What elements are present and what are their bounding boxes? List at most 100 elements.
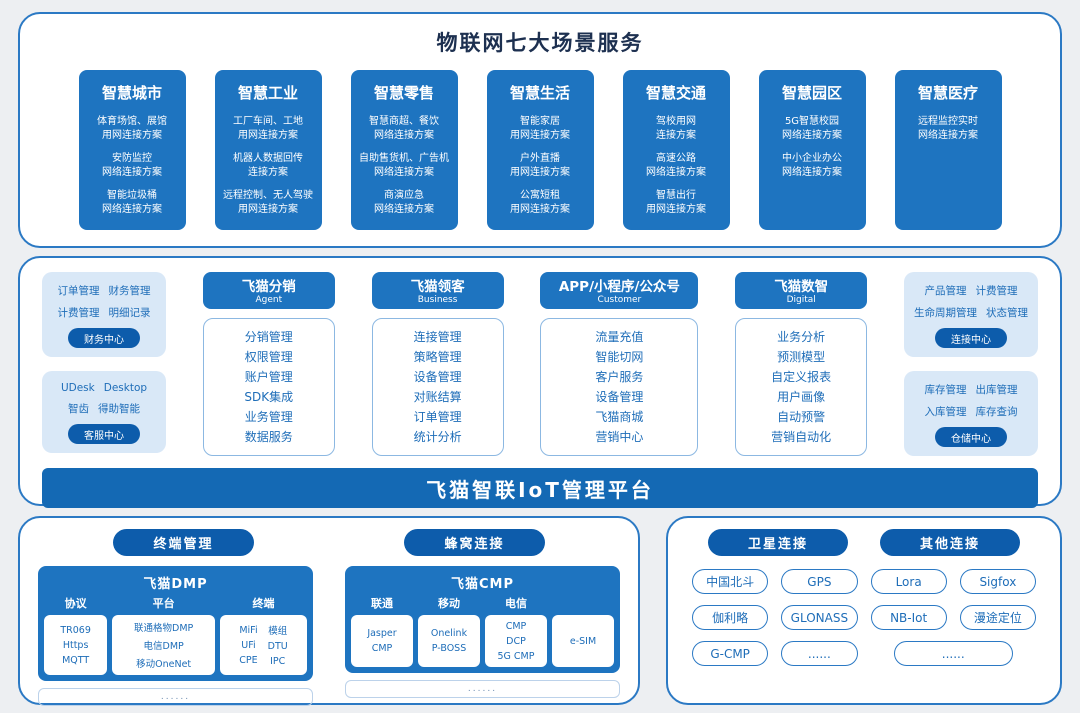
cmp-item: CMP (371, 643, 393, 654)
dmp-item: CPE (239, 654, 258, 666)
cmp-more-bar: ...... (345, 680, 620, 698)
bottom-row: 终端管理 蜂窝连接 飞猫DMP 协议 TR069 (18, 516, 1062, 706)
service-row: 智齿 得助智能 (46, 401, 162, 416)
cmp-stack: 飞猫CMP 联通 Jasper CMP 移动 (345, 566, 620, 706)
scene-card-title: 智慧工业 (237, 84, 298, 102)
warehouse-center-badge: 仓储中心 (934, 427, 1007, 447)
module-item: 对账结算 (413, 390, 462, 404)
connection-item: 状态管理 (985, 307, 1028, 319)
cmp-item: Jasper (367, 628, 397, 639)
cmp-item: CMP (505, 620, 527, 632)
cellular-conn-pill: 蜂窝连接 (404, 529, 545, 556)
scene-card-smart-transport: 智慧交通 驾校用网 连接方案 高速公路 网络连接方案 智慧出行 用网连接方案 (622, 70, 730, 230)
cmp-col-header: 移动 (438, 597, 460, 610)
scene-card-title: 智慧零售 (373, 84, 434, 102)
module-item: 自动预警 (777, 410, 826, 424)
finance-item: 订单管理 (57, 285, 100, 297)
dmp-item: MQTT (62, 654, 90, 666)
scene-card-item: 商演应急 网络连接方案 (374, 190, 434, 215)
dmp-item: 电信DMP (143, 641, 184, 652)
warehouse-item: 入库管理 (924, 406, 967, 418)
finance-item: 财务管理 (108, 285, 151, 297)
cmp-item: e-SIM (569, 635, 597, 647)
module-subtitle: Business (417, 295, 458, 305)
module-item: 业务管理 (244, 410, 293, 424)
scene-card-smart-campus: 智慧园区 5G智慧校园 网络连接方案 中小企业办公 网络连接方案 (758, 70, 866, 230)
terminal-cellular-panel: 终端管理 蜂窝连接 飞猫DMP 协议 TR069 (18, 516, 640, 706)
scene-card-item: 5G智慧校园 网络连接方案 (782, 116, 842, 141)
module-title: 飞猫领客 (410, 279, 465, 295)
finance-row: 订单管理 财务管理 (46, 283, 162, 298)
cmp-col-header (552, 597, 614, 611)
scene-card-item: 智能垃圾桶 网络连接方案 (102, 190, 162, 215)
warehouse-item: 库存管理 (924, 384, 967, 396)
scene-card-item: 智能家居 用网连接方案 (510, 116, 570, 141)
module-item: 预测模型 (777, 350, 826, 364)
module-item: 连接管理 (413, 330, 462, 344)
cmp-item: Onelink (430, 628, 468, 639)
module-column-business: 飞猫领客 Business 连接管理 策略管理 设备管理 对账结算 订单管理 统… (371, 272, 504, 456)
module-item: 统计分析 (413, 430, 462, 444)
service-row: UDesk Desktop (46, 382, 162, 394)
module-header-agent: 飞猫分销 Agent (202, 272, 335, 309)
dmp-item: 移动OneNet (136, 659, 192, 670)
finance-item: 计费管理 (57, 307, 100, 319)
scene-card-item: 智慧商超、餐饮 网络连接方案 (369, 116, 439, 141)
connection-center-card: 产品管理 计费管理 生命周期管理 状态管理 连接中心 (903, 272, 1038, 357)
module-items-business: 连接管理 策略管理 设备管理 对账结算 订单管理 统计分析 (371, 318, 504, 456)
dmp-item: DTU (267, 641, 288, 652)
dmp-title: 飞猫DMP (143, 577, 208, 592)
finance-center-card: 订单管理 财务管理 计费管理 明细记录 财务中心 (42, 272, 166, 357)
scene-card-item: 户外直播 用网连接方案 (510, 153, 570, 178)
module-subtitle: Digital (786, 295, 816, 305)
cmp-col-header: 电信 (505, 597, 527, 610)
warehouse-item: 出库管理 (975, 384, 1018, 396)
dmp-card: 飞猫DMP 协议 TR069 Https MQTT (38, 566, 313, 681)
conn-option-mantu: 漫途定位 (959, 605, 1036, 630)
scene-card-title: 智慧生活 (509, 84, 570, 102)
dmp-col-header: 终端 (252, 597, 275, 610)
customer-service-badge: 客服中心 (68, 424, 140, 444)
module-item: 权限管理 (244, 350, 293, 364)
warehouse-row: 库存管理 出库管理 (908, 382, 1034, 397)
satellite-other-panel: 卫星连接 其他连接 中国北斗 GPS Lora Sigfox 伽利略 GLONA… (666, 516, 1062, 705)
iot-platform-bar: 飞猫智联IoT管理平台 (42, 468, 1038, 508)
cmp-col-mobile: 移动 Onelink P-BOSS (418, 597, 480, 667)
other-conn-pill: 其他连接 (879, 529, 1020, 556)
conn-option-gcmp: G-CMP (692, 641, 769, 666)
conn-option-more-1: ...... (781, 641, 858, 666)
scenarios-panel: 物联网七大场景服务 智慧城市 体育场馆、展馆 用网连接方案 安防监控 网络连接方… (18, 12, 1062, 248)
dmp-item: TR069 (60, 624, 91, 636)
module-item: 分销管理 (244, 330, 293, 344)
module-item: 用户画像 (777, 390, 826, 404)
module-items-customer: 流量充值 智能切网 客户服务 设备管理 飞猫商城 营销中心 (540, 318, 699, 456)
scene-card-title: 智慧园区 (781, 84, 842, 102)
conn-option-more-2: ...... (893, 641, 1013, 666)
scene-card-smart-city: 智慧城市 体育场馆、展馆 用网连接方案 安防监控 网络连接方案 智能垃圾桶 网络… (78, 70, 186, 230)
finance-item: 明细记录 (108, 307, 151, 319)
dmp-item: MiFi (239, 624, 258, 636)
conn-option-glonass: GLONASS (781, 605, 858, 630)
connection-item: 生命周期管理 (913, 307, 977, 319)
scene-card-item: 远程监控实时 网络连接方案 (918, 116, 978, 141)
cmp-col-esim: e-SIM (552, 597, 614, 667)
module-header-business: 飞猫领客 Business (371, 272, 504, 309)
module-title: APP/小程序/公众号 (558, 279, 680, 295)
module-subtitle: Customer (597, 295, 642, 305)
cmp-item: P-BOSS (431, 643, 467, 654)
module-item: 自定义报表 (771, 370, 832, 384)
module-column-customer: APP/小程序/公众号 Customer 流量充值 智能切网 客户服务 设备管理… (540, 272, 699, 456)
dmp-stack: 飞猫DMP 协议 TR069 Https MQTT (38, 566, 313, 706)
platform-panel: 订单管理 财务管理 计费管理 明细记录 财务中心 UDesk Desktop (18, 256, 1062, 508)
cmp-title: 飞猫CMP (450, 577, 514, 592)
cmp-item: 5G CMP (497, 650, 535, 662)
scene-card-item: 机器人数据回传 连接方案 (233, 153, 303, 178)
module-item: 设备管理 (595, 390, 644, 404)
service-item: 智齿 (68, 403, 89, 415)
module-title: 飞猫分销 (241, 279, 296, 295)
module-item: 营销中心 (595, 430, 644, 444)
module-item: 订单管理 (413, 410, 462, 424)
cmp-item: DCP (506, 635, 526, 647)
service-item: UDesk (60, 382, 95, 394)
connection-options-grid: 中国北斗 GPS Lora Sigfox 伽利略 GLONASS NB-Iot … (692, 569, 1036, 666)
